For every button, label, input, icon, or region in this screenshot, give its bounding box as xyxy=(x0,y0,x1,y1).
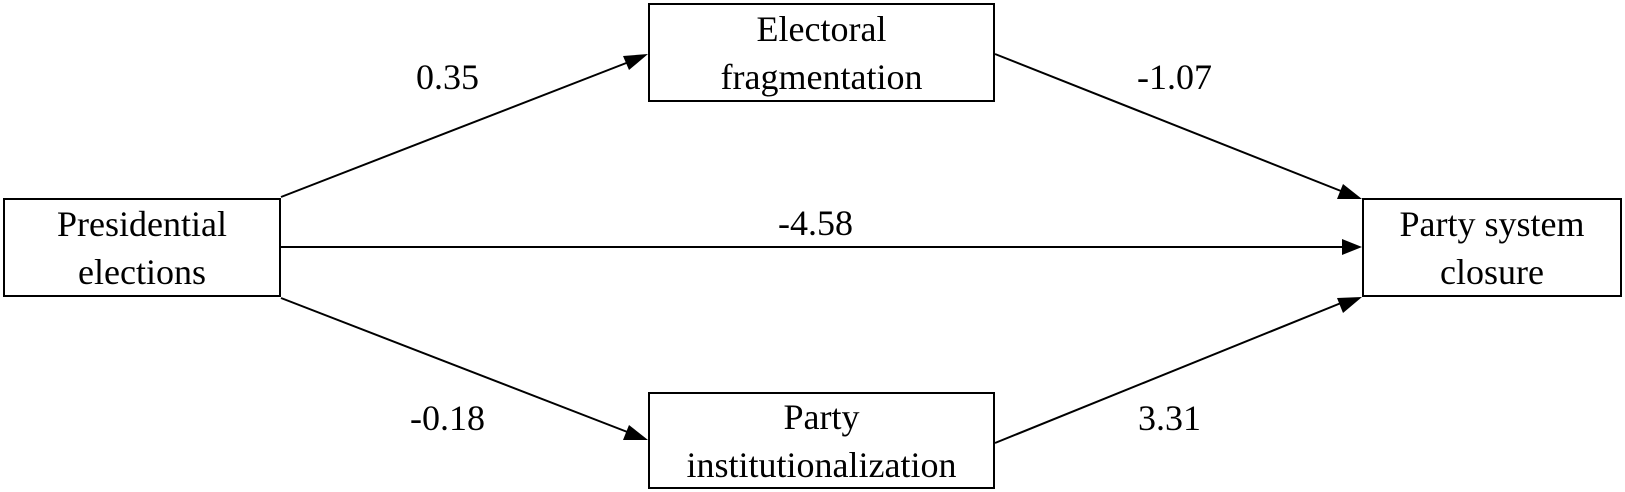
node-label-line: elections xyxy=(78,251,206,292)
node-party-institutionalization: Party institutionalization xyxy=(648,392,995,489)
edge-label-pres-inst: -0.18 xyxy=(410,398,485,438)
node-label-line: fragmentation xyxy=(720,56,923,97)
node-party-system-closure: Party system closure xyxy=(1362,198,1622,297)
edge-inst-closure xyxy=(994,300,1347,444)
node-label-line: Electoral xyxy=(756,8,887,49)
edge-frag-closure xyxy=(994,53,1347,194)
node-label-line: institutionalization xyxy=(686,444,957,485)
node-label-line: closure xyxy=(1440,251,1544,292)
node-label-line: Party system xyxy=(1399,203,1585,244)
arrowhead-pres-closure xyxy=(1342,239,1362,255)
node-electoral-fragmentation: Electoral fragmentation xyxy=(648,3,995,102)
node-label-line: Presidential xyxy=(57,203,227,244)
arrowhead-pres-inst xyxy=(623,425,648,440)
arrowhead-inst-closure xyxy=(1337,297,1362,313)
edge-pres-inst xyxy=(280,297,631,434)
edge-pres-frag xyxy=(280,59,635,198)
edge-label-frag-closure: -1.07 xyxy=(1137,57,1212,97)
edge-label-pres-closure: -4.58 xyxy=(778,203,853,243)
node-label-line: Party xyxy=(783,396,860,437)
node-presidential-elections: Presidential elections xyxy=(3,198,281,297)
edge-label-pres-frag: 0.35 xyxy=(416,57,479,97)
arrowhead-pres-frag xyxy=(623,54,648,70)
edge-label-inst-closure: 3.31 xyxy=(1138,398,1201,438)
arrowhead-frag-closure xyxy=(1337,184,1362,199)
